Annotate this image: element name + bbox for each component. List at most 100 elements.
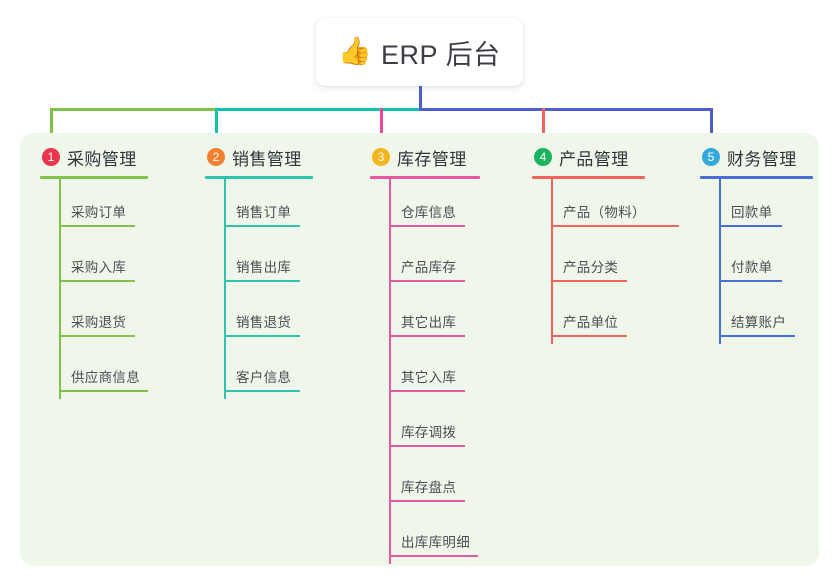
branch-item-underline — [59, 335, 135, 337]
branch-item-underline — [719, 335, 795, 337]
branch-header-2[interactable]: 2 销售管理 — [203, 143, 313, 171]
branch-column-4: 4 产品管理产品（物料） 产品分类产品单位 — [530, 143, 679, 344]
branch-item[interactable]: 供应商信息 — [38, 344, 148, 399]
branch-number-badge: 5 — [702, 148, 720, 166]
branch-item[interactable]: 销售出库 — [203, 234, 313, 289]
connector-bus-blue — [419, 108, 713, 111]
branch-item-label: 产品（物料） — [563, 205, 646, 220]
branch-number-badge: 2 — [207, 148, 225, 166]
branch-item[interactable]: 仓库信息 — [368, 179, 480, 234]
branch-item[interactable]: 客户信息 — [203, 344, 313, 399]
branch-number-badge: 3 — [372, 148, 390, 166]
branch-underline — [370, 176, 480, 179]
branch-item-label: 销售退货 — [236, 315, 292, 330]
branch-item-list: 回款单付款单结算账户 — [698, 179, 813, 344]
branch-item-underline — [59, 225, 135, 227]
branch-item[interactable]: 其它出库 — [368, 289, 480, 344]
branch-item-label: 采购订单 — [71, 205, 127, 220]
branch-item-underline — [551, 225, 679, 227]
branch-item-underline — [59, 390, 148, 392]
branch-underline — [532, 176, 645, 179]
branch-item-underline — [551, 335, 627, 337]
thumbs-up-icon: 👍 — [338, 35, 373, 66]
branch-column-2: 2 销售管理销售订单销售出库销售退货客户信息 — [203, 143, 313, 399]
connector-drop-3 — [380, 108, 383, 143]
branch-item-underline — [224, 225, 300, 227]
branch-item-label: 产品库存 — [401, 260, 457, 275]
branch-item-label: 出库库明细 — [401, 535, 470, 550]
branch-item-label: 结算账户 — [731, 315, 787, 330]
branch-item[interactable]: 产品单位 — [530, 289, 645, 344]
branch-item[interactable]: 产品（物料） — [530, 179, 679, 234]
branch-item-list: 采购订单采购入库采购退货供应商信息 — [38, 179, 148, 399]
branch-item-underline — [59, 280, 135, 282]
branch-item-list: 产品（物料） 产品分类产品单位 — [530, 179, 679, 344]
branch-item-underline — [389, 280, 465, 282]
branch-item-underline — [389, 390, 465, 392]
connector-bus-green — [50, 108, 218, 111]
branch-item-underline — [224, 280, 300, 282]
connector-bus-teal — [215, 108, 422, 111]
branch-item[interactable]: 产品分类 — [530, 234, 645, 289]
branches-panel: 1 采购管理采购订单采购入库采购退货供应商信息 2 销售管理销售订单销售出库销售退货客… — [20, 133, 819, 566]
branch-number-badge: 1 — [42, 148, 60, 166]
branch-item[interactable]: 付款单 — [698, 234, 813, 289]
branch-item[interactable]: 采购退货 — [38, 289, 148, 344]
branch-item-label: 采购退货 — [71, 315, 127, 330]
branch-item-underline — [389, 335, 465, 337]
branch-item-label: 回款单 — [731, 205, 773, 220]
branch-item-label: 销售出库 — [236, 260, 292, 275]
branch-item[interactable]: 采购入库 — [38, 234, 148, 289]
branch-item-label: 付款单 — [731, 260, 773, 275]
branch-item[interactable]: 库存调拨 — [368, 399, 480, 454]
branch-number-badge: 4 — [534, 148, 552, 166]
branch-item-underline — [224, 335, 300, 337]
branch-item-underline — [719, 280, 782, 282]
branch-header-1[interactable]: 1 采购管理 — [38, 143, 148, 171]
connector-drop-4 — [542, 108, 545, 143]
branch-item-list: 销售订单销售出库销售退货客户信息 — [203, 179, 313, 399]
branch-item-label: 产品单位 — [563, 315, 619, 330]
branch-item-underline — [551, 280, 627, 282]
connector-drop-2 — [215, 108, 218, 143]
branch-item-label: 采购入库 — [71, 260, 127, 275]
root-node-label: ERP 后台 — [381, 39, 501, 70]
branch-title: 产品管理 — [559, 149, 629, 169]
branch-item-label: 供应商信息 — [71, 370, 140, 385]
branch-item-underline — [389, 555, 478, 557]
connector-drop-1 — [50, 108, 53, 143]
branch-title: 销售管理 — [232, 149, 302, 169]
branch-item[interactable]: 销售退货 — [203, 289, 313, 344]
branch-item[interactable]: 回款单 — [698, 179, 813, 234]
branch-item-label: 仓库信息 — [401, 205, 457, 220]
branch-item-underline — [389, 500, 465, 502]
branch-item-label: 其它出库 — [401, 315, 457, 330]
branch-column-1: 1 采购管理采购订单采购入库采购退货供应商信息 — [38, 143, 148, 399]
branch-item-label: 库存盘点 — [401, 480, 457, 495]
branch-header-4[interactable]: 4 产品管理 — [530, 143, 645, 171]
branch-item[interactable]: 出库库明细 — [368, 509, 480, 564]
branch-title: 采购管理 — [67, 149, 137, 169]
branch-header-5[interactable]: 5 财务管理 — [698, 143, 813, 171]
branch-underline — [205, 176, 313, 179]
branch-item[interactable]: 结算账户 — [698, 289, 813, 344]
branch-item-label: 销售订单 — [236, 205, 292, 220]
branch-item-list: 仓库信息产品库存其它出库其它入库库存调拨库存盘点出库库明细 — [368, 179, 480, 564]
branch-title: 财务管理 — [727, 149, 797, 169]
branch-item[interactable]: 采购订单 — [38, 179, 148, 234]
branch-underline — [700, 176, 813, 179]
branch-item-underline — [389, 225, 465, 227]
branch-column-5: 5 财务管理回款单付款单结算账户 — [698, 143, 813, 344]
branch-item[interactable]: 库存盘点 — [368, 454, 480, 509]
branch-item-underline — [719, 225, 782, 227]
branch-item[interactable]: 销售订单 — [203, 179, 313, 234]
branch-item[interactable]: 产品库存 — [368, 234, 480, 289]
branch-spine — [551, 179, 553, 344]
root-node[interactable]: 👍 ERP 后台 — [316, 18, 523, 86]
branch-item-underline — [389, 445, 465, 447]
branch-spine — [389, 179, 391, 564]
branch-spine — [59, 179, 61, 399]
branch-item[interactable]: 其它入库 — [368, 344, 480, 399]
